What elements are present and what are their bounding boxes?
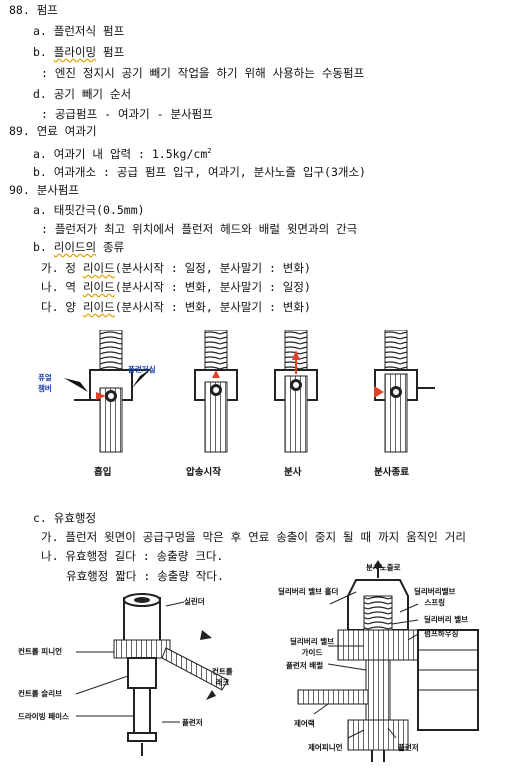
cylinder-label: 실린더 — [184, 597, 205, 606]
caption-pressure-start: 압송시작 — [186, 467, 221, 478]
item-90c-3: 유효행정 짧다 : 송출량 작다. — [66, 569, 224, 583]
control-pinion-label: 컨트롤 피니언 — [18, 647, 63, 656]
caption-intake: 흡입 — [94, 467, 112, 478]
section-90-heading: 90. 분사펌프 — [9, 183, 80, 197]
control-pinion-label-2: 제어피니언 — [308, 743, 343, 752]
stage-pressure-start-drawing — [194, 329, 238, 453]
stage-injection-drawing — [274, 329, 318, 453]
plunger-barrel-label: 플런저 배럴 — [286, 661, 324, 670]
control-sleeve-label: 컨트롤 슬리브 — [18, 689, 63, 698]
item-90c-1: 가. 플런저 윗면이 공급구멍을 막은 후 연료 송출이 중지 될 때 까지 움… — [41, 530, 466, 544]
injection-pump-drawing — [297, 560, 479, 762]
item-89b: b. 여과개소 : 공급 펌프 입구, 여과기, 분사노즐 입구(3개소) — [33, 165, 366, 179]
item-88e: : 공급펌프 - 여과기 - 분사펌프 — [41, 107, 213, 121]
item-90b-3: 다. 양 리이드(분사시작 : 변화, 분사말기 : 변화) — [41, 300, 311, 314]
stage-intake-drawing — [64, 329, 152, 453]
item-88a: a. 플런저식 펌프 — [33, 24, 125, 38]
item-88c: : 엔진 정지시 공기 빼기 작업을 하기 위해 사용하는 수동펌프 — [41, 66, 365, 80]
delivery-valve-label: 딜리버리 밸브 — [424, 615, 469, 624]
section-88-heading: 88. 펌프 — [9, 3, 58, 17]
item-90b: b. 리이드의 종류 — [33, 240, 125, 254]
item-90c: c. 유효행정 — [33, 511, 97, 525]
plunger-label-2: 플런저 — [182, 718, 203, 727]
plunger-chamber-label: 플런저실 — [128, 365, 156, 374]
delivery-valve-holder-label: 딜리버리 밸브 홀더 — [278, 587, 339, 596]
control-mechanism-drawing — [75, 593, 229, 756]
item-90a-desc: : 플런저가 최고 위치에서 플런저 헤드와 배럴 윗면과의 간극 — [41, 222, 358, 236]
plunger-label-3: 플런저 — [398, 743, 419, 752]
item-90a: a. 태핏간극(0.5mm) — [33, 203, 145, 217]
pump-housing-label: 펌프하우징 — [424, 629, 459, 638]
item-88d: d. 공기 빼기 순서 — [33, 87, 132, 101]
stage-injection-end-drawing — [374, 329, 435, 453]
item-88b: b. 플라이밍 펌프 — [33, 45, 125, 59]
item-90c-2: 나. 유효행정 길다 : 송출량 크다. — [41, 549, 224, 563]
caption-injection-end: 분사종료 — [374, 467, 409, 478]
to-nozzle-label: 분사노즐로 — [366, 563, 401, 572]
plunger-stroke-drawing — [64, 329, 435, 453]
control-rack-label-2: 제어랙 — [294, 719, 315, 728]
item-90b-1: 가. 정 리이드(분사시작 : 일정, 분사말기 : 변화) — [41, 261, 311, 275]
driving-face-label: 드라이빙 페이스 — [18, 712, 69, 721]
caption-injection: 분사 — [284, 467, 302, 478]
section-89-heading: 89. 연료 여과기 — [9, 124, 97, 138]
item-90b-2: 나. 역 리이드(분사시작 : 변화, 분사말기 : 일정) — [41, 280, 311, 294]
item-89a: a. 여과기 내 압력 : 1.5kg/cm2 — [33, 146, 212, 161]
